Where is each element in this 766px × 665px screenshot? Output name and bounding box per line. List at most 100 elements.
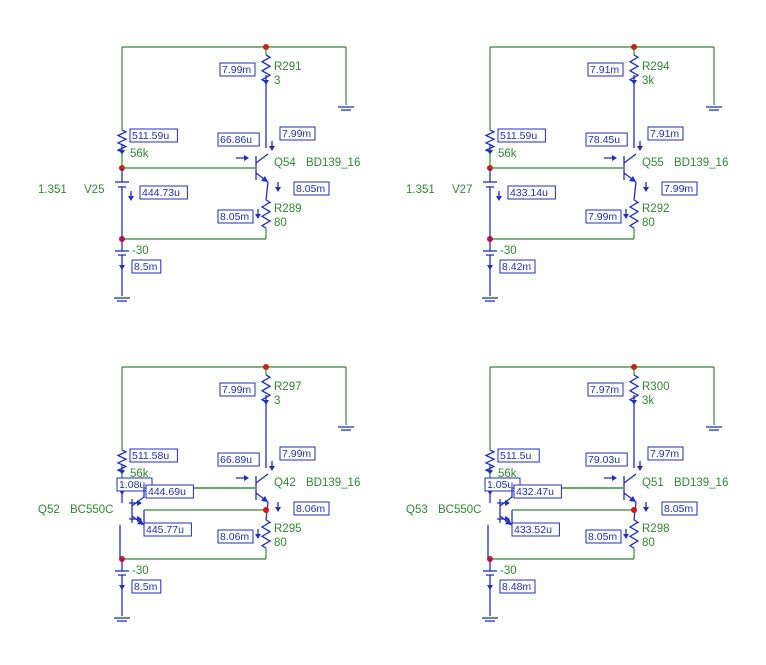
collector-current-frame xyxy=(647,446,684,461)
small-emitter-current-frame xyxy=(143,522,192,537)
small-emitter-current-frame xyxy=(511,522,560,537)
supply-source xyxy=(483,239,497,296)
bias-resistor xyxy=(484,449,496,473)
collector-current: 7.99m xyxy=(282,128,311,140)
emitter-resistor-current-arrow xyxy=(623,214,629,219)
small-collector-current: 432.47u xyxy=(516,486,554,498)
small-collector-arrow xyxy=(505,500,510,506)
bias-resistor xyxy=(116,129,128,153)
emitter-current: 8.05m xyxy=(664,503,693,515)
top-resistor xyxy=(628,54,640,83)
emitter-current: 8.06m xyxy=(296,503,325,515)
bias-resistor-current: 511.59u xyxy=(500,130,537,142)
base-current-box: 66.86u xyxy=(217,132,260,147)
emitter-resistor-current-frame xyxy=(585,529,622,544)
power-transistor-collector xyxy=(255,153,269,164)
top-resistor-current-box: 7.99m xyxy=(219,62,256,77)
bias-resistor-current-box: 511.5u xyxy=(497,448,540,463)
bias-resistor-current-frame xyxy=(497,448,540,463)
power-transistor-arrow xyxy=(629,176,636,182)
collector-current-arrow xyxy=(269,466,275,471)
emitter-current-arrow xyxy=(275,187,281,192)
power-transistor-arrow xyxy=(261,176,268,182)
top-resistor-current-arrow xyxy=(263,400,269,405)
base-current-box: 66.89u xyxy=(217,452,260,467)
bias-resistor xyxy=(484,129,496,153)
small-transistor-name: Q53 xyxy=(406,504,428,516)
small-base-current: 1.08u xyxy=(119,479,145,491)
base-current: 78.45u xyxy=(588,134,620,146)
emitter-resistor-current-box: 8.05m xyxy=(217,209,254,224)
supply-current-frame xyxy=(131,579,162,594)
emitter-resistor-value: 80 xyxy=(274,537,287,549)
top-resistor-name: R297 xyxy=(274,381,302,393)
supply-value: -30 xyxy=(132,565,149,577)
top-resistor-current: 7.97m xyxy=(590,384,619,396)
ground-top-right xyxy=(706,426,722,431)
bias-resistor-current-box: 511.59u xyxy=(129,128,178,143)
top-resistor-value: 3 xyxy=(274,395,280,407)
bias-resistor-value: 56k xyxy=(498,148,517,160)
base-current-box: 78.45u xyxy=(585,132,628,147)
voltage-source xyxy=(115,168,129,239)
small-collector-current: 444.69u xyxy=(148,486,186,498)
source-current-arrow xyxy=(496,196,502,201)
transistor-name: Q55 xyxy=(642,157,664,169)
emitter-resistor-name: R292 xyxy=(642,203,670,215)
transistor-model: BD139_16 xyxy=(674,157,728,169)
voltage-source xyxy=(483,168,497,239)
small-collector-current-box: 444.69u xyxy=(145,484,194,499)
ground-bottom xyxy=(114,297,130,302)
small-base-current: 1.05u xyxy=(487,479,513,491)
emitter-resistor-current: 8.06m xyxy=(220,531,249,543)
supply-current-box: 8.5m xyxy=(131,259,162,274)
top-resistor-current-frame xyxy=(587,382,624,397)
ground-bottom xyxy=(482,297,498,302)
base-current-frame xyxy=(217,452,260,467)
source-current-arrow xyxy=(128,196,134,201)
supply-current-frame xyxy=(131,259,162,274)
emitter-resistor-current: 8.05m xyxy=(220,211,249,223)
bias-resistor-value: 56k xyxy=(130,468,149,480)
source-value: 1.351 xyxy=(38,184,67,196)
base-current-arrow xyxy=(612,155,617,161)
emitter-resistor-value: 80 xyxy=(274,217,287,229)
emitter-current-frame xyxy=(661,181,698,196)
bias-resistor xyxy=(116,449,128,473)
top-resistor-current-arrow xyxy=(631,400,637,405)
supply-arrow xyxy=(487,585,493,590)
node-dot xyxy=(631,507,637,513)
emitter-current-frame xyxy=(661,501,698,516)
small-base-current-box: 1.05u xyxy=(484,477,521,492)
collector-current-arrow xyxy=(637,466,643,471)
ground-top-right xyxy=(338,426,354,431)
collector-current-box: 7.99m xyxy=(279,126,316,141)
emitter-resistor-name: R298 xyxy=(642,523,670,535)
supply-current: 8.5m xyxy=(134,261,158,273)
supply-value: -30 xyxy=(500,565,517,577)
transistor-model: BD139_16 xyxy=(306,157,360,169)
ground-top-right xyxy=(706,106,722,111)
emitter-resistor-current: 8.05m xyxy=(588,531,617,543)
emitter-current-box: 7.99m xyxy=(661,181,698,196)
emitter-resistor-name: R295 xyxy=(274,523,302,535)
small-base-current-box: 1.08u xyxy=(116,477,153,492)
bias-resistor-current: 511.59u xyxy=(132,130,169,142)
supply-value: -30 xyxy=(132,245,149,257)
collector-current: 7.91m xyxy=(650,128,679,140)
source-current: 433.14u xyxy=(510,187,548,199)
small-emitter-current-box: 445.77u xyxy=(143,522,192,537)
collector-current-frame xyxy=(279,126,316,141)
top-resistor-value: 3k xyxy=(642,75,654,87)
bias-resistor-value: 56k xyxy=(130,148,149,160)
source-name: V27 xyxy=(452,184,472,196)
emitter-resistor-value: 80 xyxy=(642,217,655,229)
power-transistor-collector xyxy=(255,473,269,484)
top-resistor-current: 7.91m xyxy=(590,64,619,76)
supply-value: -30 xyxy=(500,245,517,257)
emitter-current-frame xyxy=(293,181,330,196)
bias-resistor-current-frame xyxy=(497,128,546,143)
emitter-resistor-name: R289 xyxy=(274,203,302,215)
